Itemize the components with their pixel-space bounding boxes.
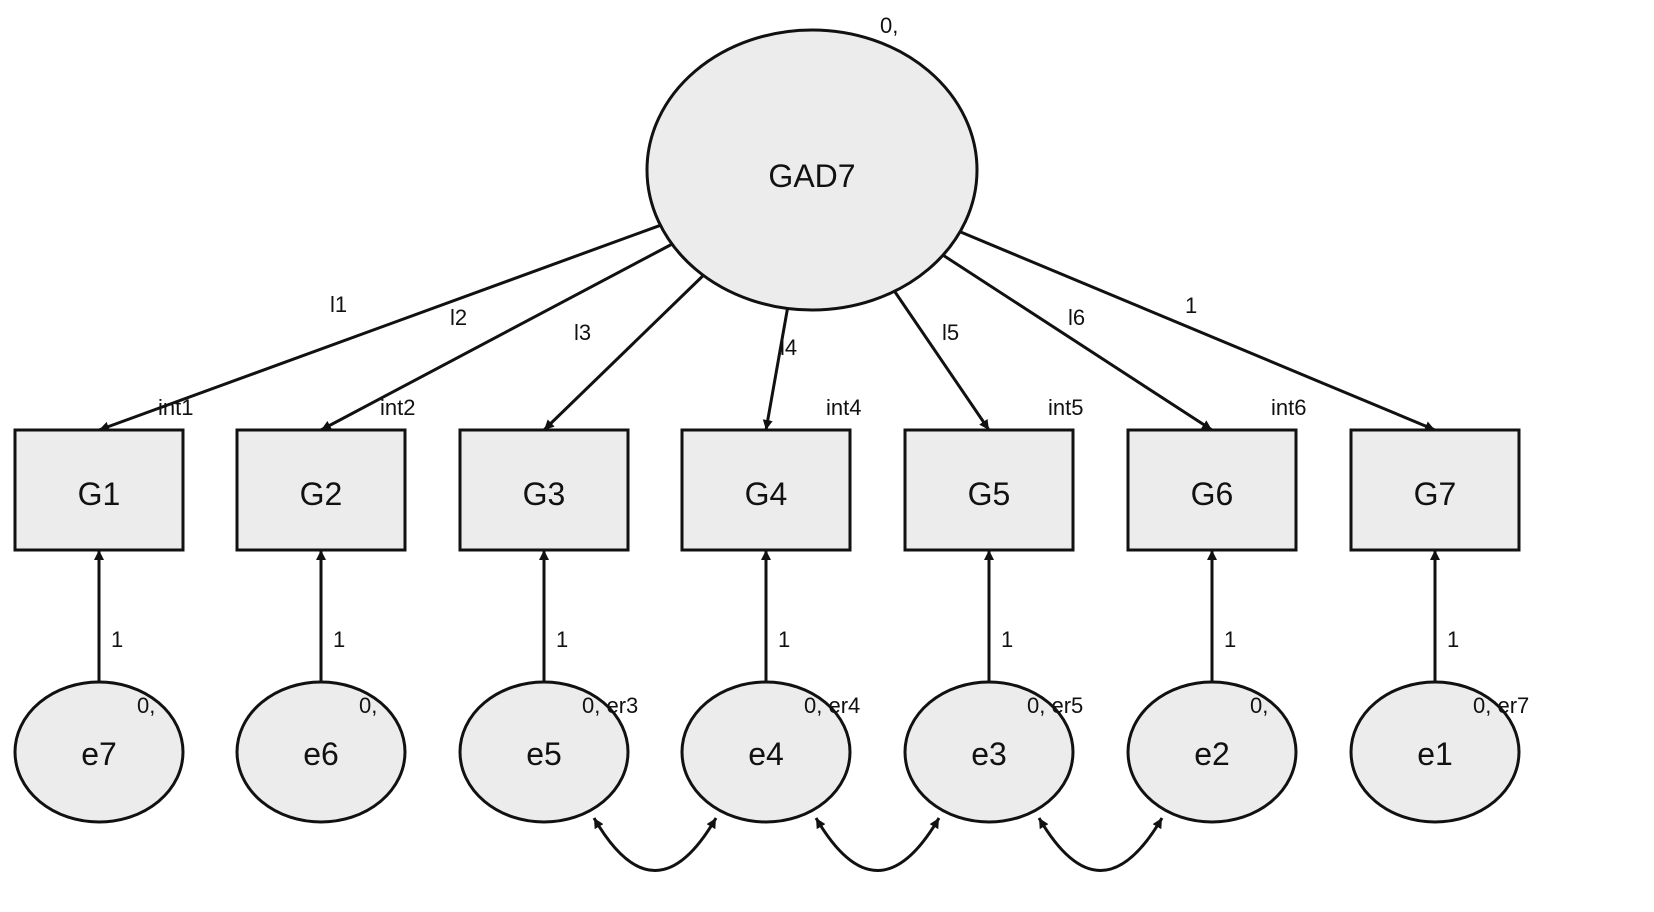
error-ellipse [1126, 680, 1298, 824]
observed-label: G4 [745, 476, 788, 512]
loading-arrow [893, 290, 991, 431]
intercept-label: int5 [1048, 395, 1083, 420]
loading-arrow [320, 242, 673, 432]
observed-label: G1 [78, 476, 121, 512]
observed-node: G6 [1126, 428, 1298, 552]
error-path-label: 1 [111, 627, 123, 652]
loading-arrow [959, 230, 1436, 432]
error-label: e2 [1194, 736, 1230, 772]
loading-arrow [542, 274, 705, 432]
intercept-label: int6 [1271, 395, 1306, 420]
error-param-label: 0, [1250, 693, 1268, 718]
latent-node-gad7: GAD7 [645, 28, 979, 312]
observed-label: G3 [523, 476, 566, 512]
error-node: e7 [13, 680, 185, 824]
error-ellipse [458, 680, 630, 824]
loading-label: 1 [1185, 293, 1197, 318]
loading-arrow [762, 308, 789, 431]
observed-label: G6 [1191, 476, 1234, 512]
error-ellipse [13, 680, 185, 824]
loading-label: l6 [1068, 305, 1085, 330]
observed-node: G2 [235, 428, 407, 552]
loading-label: l1 [330, 292, 347, 317]
error-path-label: 1 [1447, 627, 1459, 652]
observed-node: G5 [903, 428, 1075, 552]
error-ellipse [1349, 680, 1521, 824]
error-path-label: 1 [333, 627, 345, 652]
intercept-label: int4 [826, 395, 861, 420]
error-label: e1 [1417, 736, 1453, 772]
error-param-label: 0, er4 [804, 693, 860, 718]
error-label: e3 [971, 736, 1007, 772]
observed-label: G5 [968, 476, 1011, 512]
observed-node: G3 [458, 428, 630, 552]
covariance-arrow [814, 817, 941, 872]
error-node: e2 [1126, 680, 1298, 824]
observed-box [13, 428, 185, 552]
loading-label: l4 [780, 335, 797, 360]
error-ellipse [903, 680, 1075, 824]
error-path-label: 1 [1001, 627, 1013, 652]
error-node: e5 [458, 680, 630, 824]
observed-box [1349, 428, 1521, 552]
observed-node: G1 [13, 428, 185, 552]
loading-label: l3 [574, 320, 591, 345]
loading-arrow [942, 253, 1213, 432]
observed-box [458, 428, 630, 552]
error-path-label: 1 [556, 627, 568, 652]
error-label: e7 [81, 736, 117, 772]
error-node: e1 [1349, 680, 1521, 824]
intercept-label: int2 [380, 395, 415, 420]
loading-label: l5 [942, 320, 959, 345]
observed-node: G4 [680, 428, 852, 552]
observed-box [903, 428, 1075, 552]
error-param-label: 0, er3 [582, 693, 638, 718]
covariance-arrow [1037, 817, 1164, 872]
labels-layer: l1 int1 l2 int2 l3 l4 int4 l5 int5 l6 int6 1 1 0, 1 0, 1… [111, 292, 1529, 718]
observed-box [235, 428, 407, 552]
observed-label: G7 [1414, 476, 1457, 512]
loading-label: l2 [450, 305, 467, 330]
error-node: e3 [903, 680, 1075, 824]
covariance-arrow [592, 817, 718, 872]
latent-variance-label: 0, [880, 13, 898, 38]
nodes-layer: G1 G2 G3 G4 G5 G6 G7 e7 e6 e5 e4 e3 e2 e1 [13, 428, 1521, 824]
error-param-label: 0, [359, 693, 377, 718]
error-ellipse [680, 680, 852, 824]
observed-box [1126, 428, 1298, 552]
error-param-label: 0, er7 [1473, 693, 1529, 718]
error-node: e6 [235, 680, 407, 824]
loading-arrow [98, 223, 661, 432]
observed-box [680, 428, 852, 552]
error-label: e6 [303, 736, 339, 772]
error-param-label: 0, [137, 693, 155, 718]
error-path-label: 1 [1224, 627, 1236, 652]
error-ellipse [235, 680, 407, 824]
error-node: e4 [680, 680, 852, 824]
observed-node: G7 [1349, 428, 1521, 552]
error-label: e4 [748, 736, 784, 772]
error-path-label: 1 [778, 627, 790, 652]
latent-label: GAD7 [768, 158, 855, 194]
intercept-label: int1 [158, 395, 193, 420]
error-label: e5 [526, 736, 562, 772]
observed-label: G2 [300, 476, 343, 512]
error-param-label: 0, er5 [1027, 693, 1083, 718]
edges-layer [94, 223, 1440, 872]
